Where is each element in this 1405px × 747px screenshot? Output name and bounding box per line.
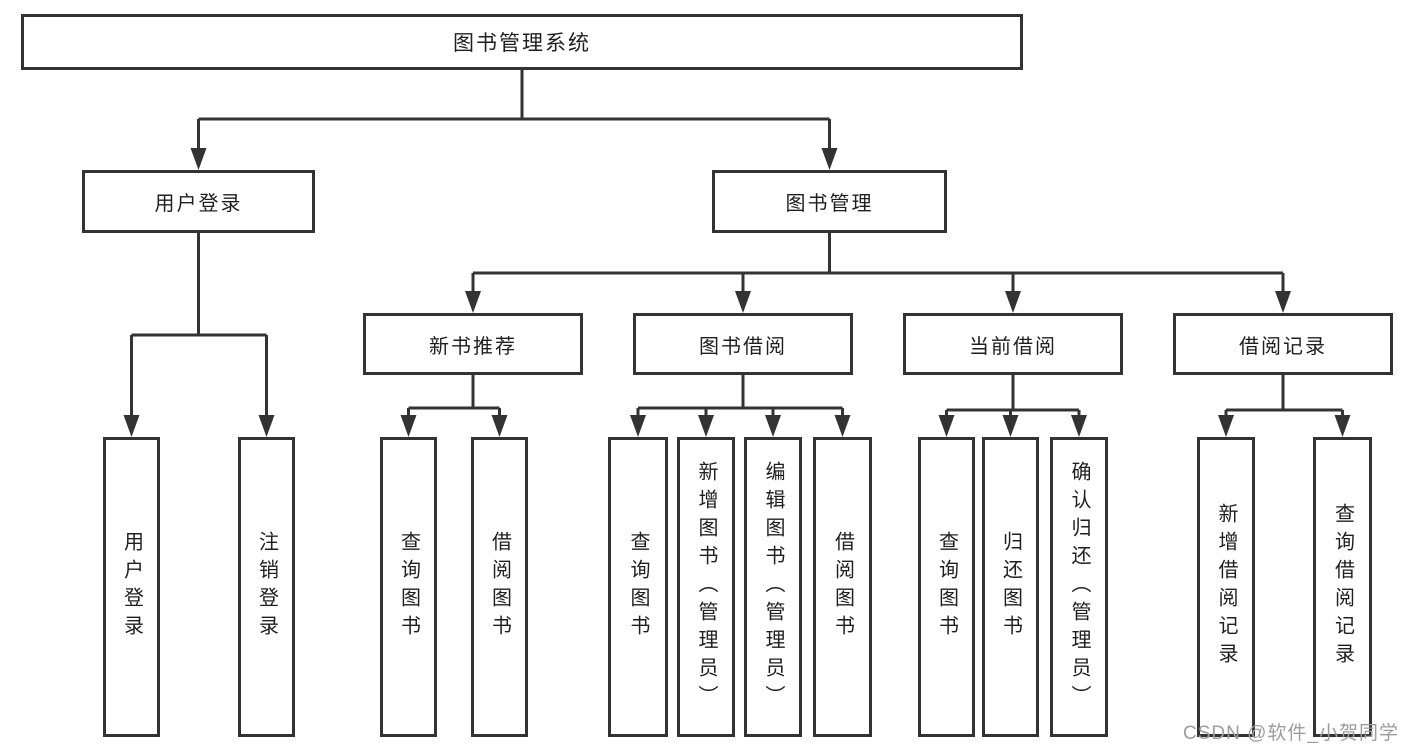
node-label: 查询图书 — [397, 531, 420, 643]
node-label: 借阅图书 — [488, 531, 511, 643]
leaf-add-book-admin: 新增图书（管理员） — [677, 437, 735, 737]
leaf-user-login: 用户登录 — [103, 437, 160, 737]
node-label: 确认归还（管理员） — [1068, 461, 1090, 713]
node-label: 归还图书 — [999, 531, 1022, 643]
node-library-management-system: 图书管理系统 — [21, 14, 1023, 70]
node-label: 图书管理 — [785, 193, 874, 215]
leaf-query-book: 查询图书 — [608, 437, 668, 737]
leaf-add-borrow-record: 新增借阅记录 — [1197, 437, 1255, 737]
node-book-management: 图书管理 — [712, 170, 947, 233]
node-label: 编辑图书（管理员） — [762, 461, 784, 713]
leaf-query-book: 查询图书 — [380, 437, 437, 737]
node-user-login: 用户登录 — [82, 170, 315, 233]
node-label: 当前借阅 — [969, 335, 1057, 358]
node-label: 查询图书 — [935, 531, 958, 643]
node-new-book-recommendation: 新书推荐 — [363, 313, 583, 375]
node-label: 新增借阅记录 — [1215, 503, 1237, 671]
node-label: 借阅记录 — [1239, 335, 1327, 358]
node-label: 借阅图书 — [831, 531, 854, 643]
node-borrow-records: 借阅记录 — [1173, 313, 1393, 375]
leaf-borrow-book: 借阅图书 — [813, 437, 872, 737]
leaf-query-borrow-record: 查询借阅记录 — [1313, 437, 1372, 737]
node-label: 新增图书（管理员） — [695, 461, 717, 713]
leaf-logout: 注销登录 — [238, 437, 295, 737]
node-label: 查询借阅记录 — [1331, 503, 1354, 671]
node-label: 图书借阅 — [699, 335, 787, 358]
node-label: 用户登录 — [154, 193, 243, 215]
node-label: 注销登录 — [255, 531, 278, 643]
leaf-query-book: 查询图书 — [918, 437, 975, 737]
csdn-watermark: CSDN @软件_小贺同学 — [1183, 723, 1399, 744]
leaf-return-book: 归还图书 — [982, 437, 1039, 737]
leaf-edit-book-admin: 编辑图书（管理员） — [744, 437, 802, 737]
node-book-borrowing: 图书借阅 — [633, 313, 853, 375]
leaf-confirm-return-admin: 确认归还（管理员） — [1050, 437, 1108, 737]
node-label: 图书管理系统 — [453, 32, 591, 55]
node-label: 用户登录 — [120, 531, 143, 643]
node-label: 新书推荐 — [429, 335, 517, 358]
node-current-borrowing: 当前借阅 — [903, 313, 1123, 375]
node-label: 查询图书 — [627, 531, 649, 643]
leaf-borrow-book: 借阅图书 — [471, 437, 528, 737]
